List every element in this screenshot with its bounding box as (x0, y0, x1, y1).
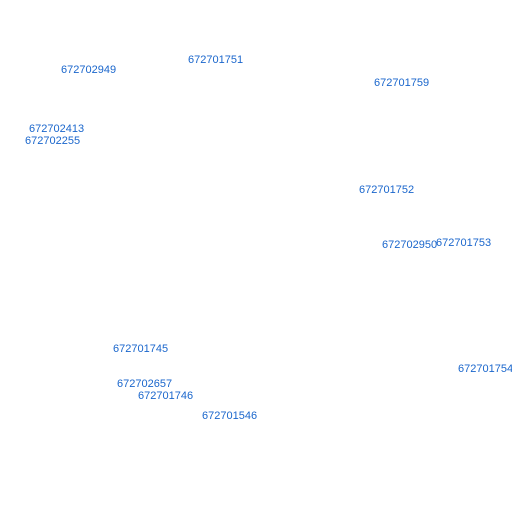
map-label-672702255[interactable]: 672702255 (25, 135, 81, 147)
map-label-672701752[interactable]: 672701752 (359, 184, 415, 196)
map-label-672701751[interactable]: 672701751 (188, 54, 244, 66)
map-label-672702949[interactable]: 672702949 (61, 64, 117, 76)
map-label-672702413[interactable]: 672702413 (29, 123, 85, 135)
map-label-672701745[interactable]: 672701745 (113, 343, 169, 355)
map-label-672701546[interactable]: 672701546 (202, 410, 258, 422)
map-label-672702657[interactable]: 672702657 (117, 378, 173, 390)
map-label-672701746[interactable]: 672701746 (138, 390, 194, 402)
map-label-672702950[interactable]: 672702950 (382, 239, 438, 251)
map-label-672701754[interactable]: 672701754 (458, 363, 512, 375)
map-label-672701753[interactable]: 672701753 (436, 237, 492, 249)
map-label-672701759[interactable]: 672701759 (374, 77, 430, 89)
